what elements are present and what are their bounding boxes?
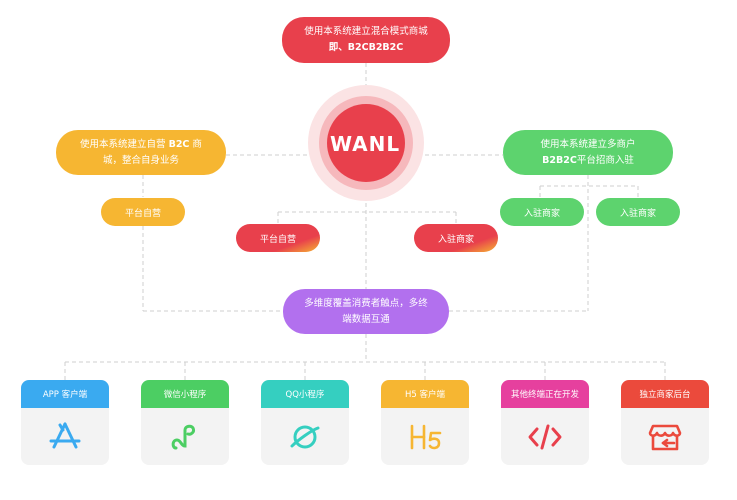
card-app-client: APP 客户端 xyxy=(21,380,109,465)
hybrid-mall-line1: 使用本系统建立混合模式商城 xyxy=(304,26,428,37)
card-merchant-backend: 独立商家后台 xyxy=(621,380,709,465)
wanl-logo: WANL xyxy=(329,132,401,156)
card-other-title: 其他终端正在开发 xyxy=(501,380,589,408)
hybrid-mall-box: 使用本系统建立混合模式商城 即、B2CB2B2C xyxy=(282,17,450,63)
card-h5-title: H5 客户端 xyxy=(381,380,469,408)
center-merchant-pill: 入驻商家 xyxy=(414,224,498,252)
card-other-terminals: 其他终端正在开发 xyxy=(501,380,589,465)
card-wechat-miniprogram: 微信小程序 xyxy=(141,380,229,465)
multi-terminal-line2: 端数据互通 xyxy=(342,313,390,325)
multi-merchant-box: 使用本系统建立多商户 B2B2C平台招商入驻 xyxy=(503,130,673,175)
card-h5-client: H5 客户端 xyxy=(381,380,469,465)
code-icon xyxy=(501,408,589,465)
mini-program-icon xyxy=(141,408,229,465)
card-qq-miniprogram: QQ小程序 xyxy=(261,380,349,465)
self-operated-b2c-box: 使用本系统建立自营 B2C 商 城，整合自身业务 xyxy=(56,130,226,175)
card-app-title: APP 客户端 xyxy=(21,380,109,408)
multi-merchant-line2: B2B2C平台招商入驻 xyxy=(542,154,634,166)
h5-icon xyxy=(381,408,469,465)
multi-terminal-box: 多维度覆盖消费者触点，多终 端数据互通 xyxy=(283,289,449,334)
card-qq-title: QQ小程序 xyxy=(261,380,349,408)
multi-merchant-line1: 使用本系统建立多商户 xyxy=(540,138,636,150)
hybrid-mall-line2: 即、B2CB2B2C xyxy=(328,42,404,53)
app-store-icon xyxy=(21,408,109,465)
planet-icon xyxy=(261,408,349,465)
right-merchant-pill-2: 入驻商家 xyxy=(596,198,680,226)
logo-rings xyxy=(308,85,424,201)
card-wechat-title: 微信小程序 xyxy=(141,380,229,408)
right-merchant-pill-1: 入驻商家 xyxy=(500,198,584,226)
left-platform-self-operated: 平台自营 xyxy=(101,198,185,226)
self-operated-line1: 使用本系统建立自营 B2C 商 xyxy=(80,138,202,150)
store-icon xyxy=(621,408,709,465)
center-platform-self-operated: 平台自营 xyxy=(236,224,320,252)
card-merchant-title: 独立商家后台 xyxy=(621,380,709,408)
self-operated-line2: 城，整合自身业务 xyxy=(102,154,179,166)
multi-terminal-line1: 多维度覆盖消费者触点，多终 xyxy=(304,297,428,309)
